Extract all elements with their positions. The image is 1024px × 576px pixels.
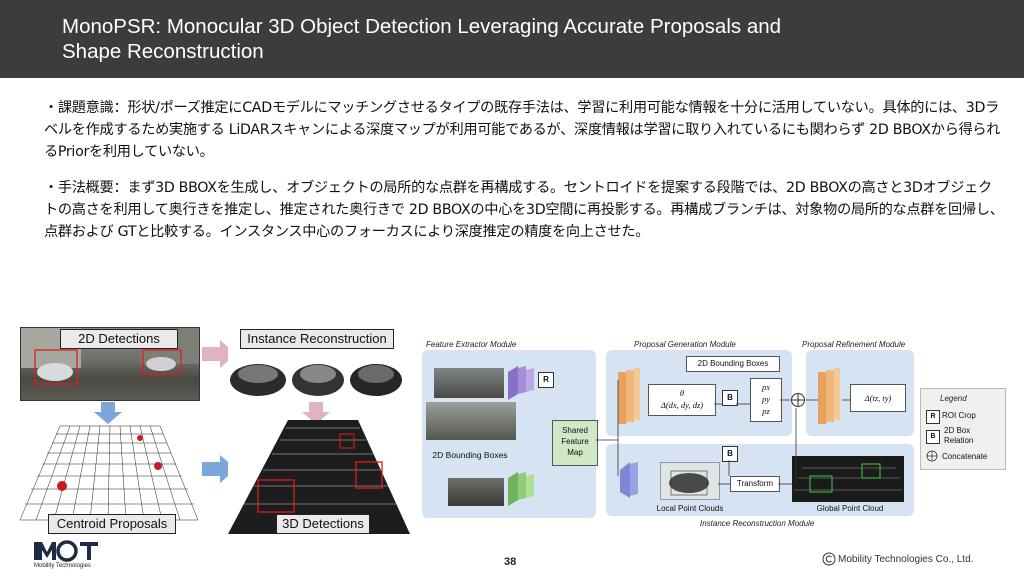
feature-photo-3 [448, 478, 504, 506]
shared-feature-map-line1: Shared [562, 426, 588, 435]
mot-logo [34, 540, 98, 562]
label-centroid-proposals: Centroid Proposals [48, 514, 176, 534]
orange-feature-columns [618, 368, 640, 424]
local-point-clouds-image [660, 462, 720, 500]
p-z: pz [762, 406, 770, 416]
legend-roi-crop: ROI Crop [942, 411, 976, 420]
legend-box-relation-line1: 2D Box [944, 426, 971, 435]
bbox-label-box: 2D Bounding Boxes [686, 356, 780, 372]
p-x: px [761, 382, 771, 392]
legend-b-icon: B [926, 430, 940, 444]
label-proposal-generation: Proposal Generation Module [634, 340, 736, 349]
label-feature-extractor: Feature Extractor Module [426, 340, 517, 349]
paragraph-problem: ・課題意識：形状/ポーズ推定にCADモデルにマッチングさせるタイプの既存手法は、… [44, 100, 1001, 160]
label-instance-reconstruction: Instance Reconstruction [240, 329, 394, 349]
label-2d-detections: 2D Detections [60, 329, 178, 349]
slide-title-line1: MonoPSR: Monocular 3D Object Detection L… [62, 15, 782, 38]
page-number: 38 [504, 556, 517, 568]
copyright-icon [822, 552, 836, 566]
green-conv-blocks [508, 472, 534, 506]
label-proposal-refinement: Proposal Refinement Module [802, 340, 906, 349]
label-local-point-clouds: Local Point Clouds [656, 504, 724, 513]
label-instance-reconstruction-module: Instance Reconstruction Module [700, 519, 815, 528]
arrow-right-blue-icon [202, 455, 236, 483]
pointcloud-art [228, 420, 410, 534]
legend-concatenate-icon [926, 450, 938, 462]
p-values-box: px py pz [750, 378, 782, 422]
theta-box: θ Δ(dx, dy, dz) [648, 384, 716, 416]
shared-feature-map-line3: Map [567, 448, 583, 457]
legend-box-relation: 2D Box Relation [944, 426, 973, 446]
shared-feature-map-line2: Feature [561, 437, 589, 446]
label-2d-bboxes-feature: 2D Bounding Boxes [432, 450, 508, 460]
shared-feature-map: Shared Feature Map [552, 420, 598, 466]
arrow-right-icon [202, 340, 236, 368]
arrow-down-pink-icon [302, 402, 330, 424]
global-pc-art [794, 463, 902, 493]
roi-crop-box: R [538, 372, 554, 388]
legend-r-icon: R [926, 410, 940, 424]
delta-d-text: Δ(dx, dy, dz) [660, 400, 704, 410]
concatenate-icon [791, 393, 805, 407]
pointcloud-3d-detections [228, 420, 410, 534]
delta-t-box: Δ(tz, ty) [850, 384, 906, 412]
instance-cars-art [230, 364, 402, 396]
feature-photo-2 [426, 402, 516, 440]
label-global-point-cloud: Global Point Cloud [816, 504, 884, 513]
legend-box-relation-line2: Relation [944, 436, 974, 445]
paragraph-method: ・手法概要：まず3D BBOXを生成し、オブジェクトの局所的な点群を再構成する。… [44, 180, 1004, 240]
slide-title: MonoPSR: Monocular 3D Object Detection L… [62, 14, 1002, 64]
slide-title-line2: Shape Reconstruction [62, 40, 264, 63]
box-relation-b2: B [722, 446, 738, 462]
orange-refine-columns [818, 368, 840, 424]
arrow-down-icon [94, 402, 122, 424]
feature-photo-1 [434, 368, 504, 398]
label-2d-bboxes-proposal: 2D Bounding Boxes [697, 359, 769, 368]
logo-caption: Mobility Technologies [34, 563, 91, 569]
local-pc-art [669, 470, 709, 496]
copyright-text: Mobility Technologies Co., Ltd. [838, 554, 974, 565]
blue-encoder-blocks [620, 462, 638, 498]
theta-text: θ [679, 388, 685, 398]
box-relation-b: B [722, 390, 738, 406]
legend-concatenate: Concatenate [942, 452, 988, 461]
title-bar [0, 0, 1024, 78]
p-y: py [761, 394, 771, 404]
architecture-connectors [596, 380, 850, 485]
global-point-cloud-image [792, 456, 904, 502]
purple-conv-blocks [508, 366, 534, 400]
label-3d-detections: 3D Detections [276, 514, 370, 534]
legend-title: Legend [940, 394, 967, 403]
